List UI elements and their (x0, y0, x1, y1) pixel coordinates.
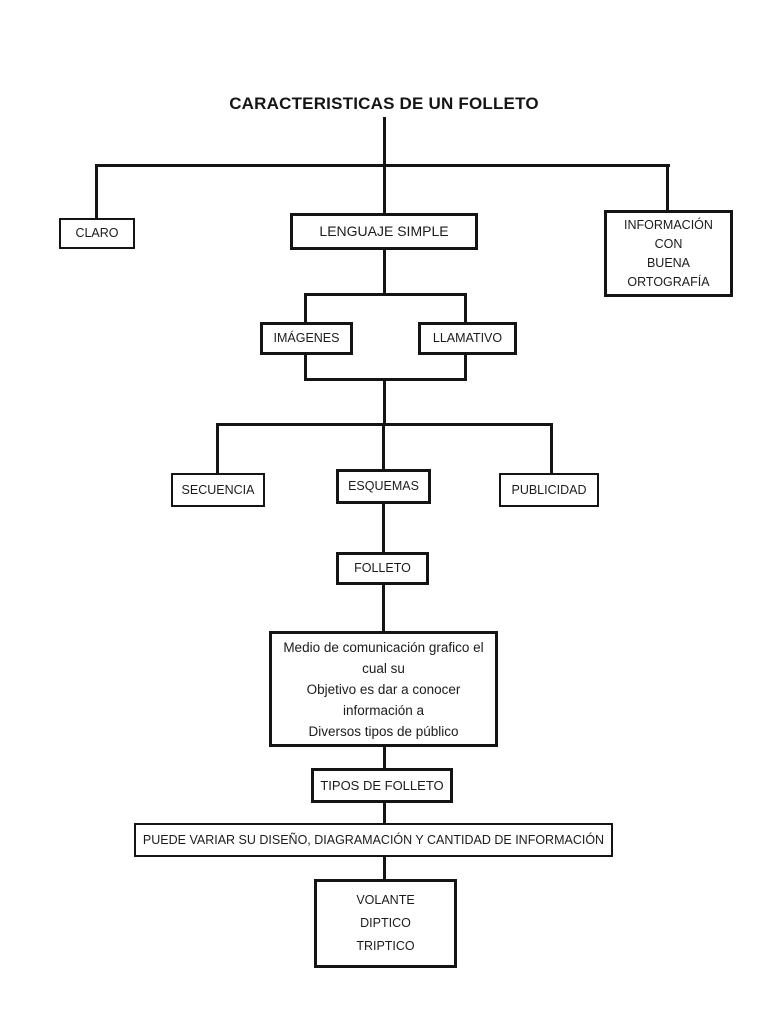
node-esquemas-label: ESQUEMAS (348, 479, 419, 493)
node-folleto: FOLLETO (336, 552, 429, 585)
connector-definicion-out (383, 745, 386, 770)
node-informacion-line: INFORMACIÓN (624, 217, 713, 232)
node-informacion-line: ORTOGRAFÍA (627, 274, 710, 289)
node-definicion-line: cual su (362, 660, 405, 676)
node-imagenes: IMÁGENES (260, 322, 353, 355)
node-llamativo: LLAMATIVO (418, 322, 517, 355)
node-claro: CLARO (59, 218, 135, 249)
node-tipos-lista-line: VOLANTE (356, 893, 415, 907)
node-lenguaje-simple-label: LENGUAJE SIMPLE (319, 223, 449, 240)
connector-folleto-out (382, 584, 385, 633)
node-tipos-de-folleto-label: TIPOS DE FOLLETO (320, 777, 444, 793)
diagram-title: CARACTERISTICAS DE UN FOLLETO (229, 94, 539, 113)
node-variacion: PUEDE VARIAR SU DISEÑO, DIAGRAMACIÓN Y C… (134, 823, 613, 857)
connector-top-horizontal (95, 164, 670, 167)
connector-informacion-drop (666, 164, 669, 212)
connector-variacion-out (383, 855, 386, 881)
node-publicidad: PUBLICIDAD (499, 473, 599, 507)
connector-publicidad-drop (550, 423, 553, 475)
node-llamativo-label: LLAMATIVO (432, 331, 503, 345)
node-definicion-folleto: Medio de comunicación grafico el cual su… (269, 631, 498, 747)
node-variacion-label: PUEDE VARIAR SU DISEÑO, DIAGRAMACIÓN Y C… (142, 832, 605, 847)
connector-bracket1-bottom (304, 378, 467, 381)
connector-bracket1-top (304, 293, 467, 296)
node-lenguaje-simple: LENGUAJE SIMPLE (290, 213, 478, 250)
node-folleto-label: FOLLETO (354, 561, 411, 575)
node-informacion-line: BUENA (646, 255, 691, 270)
node-secuencia-label: SECUENCIA (181, 482, 255, 497)
node-publicidad-label: PUBLICIDAD (511, 482, 587, 497)
connector-bracket1-out (383, 380, 386, 426)
connector-esquemas-out (382, 502, 385, 554)
connector-esquemas-drop (382, 423, 385, 472)
node-tipos-de-folleto: TIPOS DE FOLLETO (311, 768, 453, 803)
connector-secuencia-drop (216, 423, 219, 475)
node-informacion-con-buena-ortografia: INFORMACIÓN CON BUENA ORTOGRAFÍA (604, 210, 733, 297)
node-definicion-line: Diversos tipos de público (308, 723, 459, 739)
connector-title-drop (383, 117, 386, 167)
connector-tipos-out (383, 802, 386, 825)
node-imagenes-label: IMÁGENES (273, 331, 340, 345)
node-definicion-line: Medio de comunicación grafico el (283, 639, 484, 655)
node-secuencia: SECUENCIA (171, 473, 265, 507)
node-tipos-lista: VOLANTE DIPTICO TRIPTICO (314, 879, 457, 968)
node-esquemas: ESQUEMAS (336, 469, 431, 504)
node-informacion-line: CON (654, 236, 683, 251)
connector-lenguaje-out (383, 248, 386, 296)
node-claro-label: CLARO (75, 226, 119, 240)
node-definicion-line: Objetivo es dar a conocer (306, 681, 461, 697)
node-definicion-line: información a (342, 702, 425, 718)
node-tipos-lista-line: DIPTICO (360, 916, 411, 930)
connector-claro-drop (95, 164, 98, 220)
connector-lenguaje-drop (383, 164, 386, 215)
node-tipos-lista-line: TRIPTICO (356, 939, 415, 953)
